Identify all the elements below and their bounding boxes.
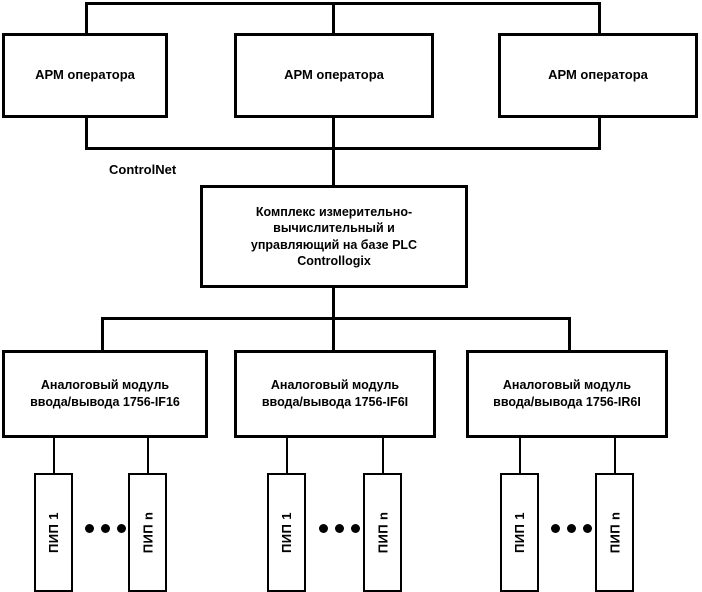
workstation-label-1: АРМ оператора xyxy=(35,67,135,83)
sensor-label-3-last: ПИП n xyxy=(607,511,622,554)
controller-to-module-bus-link xyxy=(332,287,335,320)
sensor-box-2-first[interactable]: ПИП 1 xyxy=(267,473,306,592)
analog-module-label-2: Аналоговый модуль ввода/вывода 1756-IF6I xyxy=(261,378,409,409)
sensor-link-2-last xyxy=(382,437,384,474)
ellipsis-dot xyxy=(101,524,110,533)
sensor-ellipsis-3 xyxy=(551,524,592,533)
workstation-box-2[interactable]: АРМ оператора xyxy=(234,33,434,118)
sensor-label-3-first: ПИП 1 xyxy=(512,512,527,553)
sensor-link-2-first xyxy=(286,437,288,474)
controller-box[interactable]: Комплекс измерительно- вычислительный и … xyxy=(200,185,468,288)
workstation-box-1[interactable]: АРМ оператора xyxy=(2,33,168,118)
sensor-link-3-first xyxy=(519,437,521,474)
bottom-bus-riser-center xyxy=(332,118,335,150)
analog-module-label-3: Аналоговый модуль ввода/вывода 1756-IR6I xyxy=(493,378,641,409)
sensor-link-1-first xyxy=(53,437,55,474)
sensor-box-3-first[interactable]: ПИП 1 xyxy=(500,473,539,592)
top-bus-drop-left xyxy=(85,2,88,33)
ellipsis-dot xyxy=(351,524,360,533)
analog-module-box-3[interactable]: Аналоговый модуль ввода/вывода 1756-IR6I xyxy=(466,350,668,438)
sensor-box-1-last[interactable]: ПИП n xyxy=(128,473,167,592)
sensor-ellipsis-1 xyxy=(85,524,126,533)
module-distribution-bus xyxy=(101,317,571,320)
module-drop-right xyxy=(568,317,571,351)
sensor-box-3-last[interactable]: ПИП n xyxy=(595,473,634,592)
ellipsis-dot xyxy=(551,524,560,533)
sensor-label-2-first: ПИП 1 xyxy=(279,512,294,553)
bottom-bus-riser-left xyxy=(85,118,88,150)
bottom-bus-riser-right xyxy=(598,118,601,150)
sensor-link-1-last xyxy=(147,437,149,474)
top-bus-drop-center xyxy=(332,2,335,33)
top-bus-drop-right xyxy=(598,2,601,33)
controller-label: Комплекс измерительно- вычислительный и … xyxy=(250,204,418,269)
bus-to-controller-link xyxy=(332,147,335,187)
ellipsis-dot xyxy=(319,524,328,533)
analog-module-label-1: Аналоговый модуль ввода/вывода 1756-IF16 xyxy=(30,378,180,409)
workstation-label-2: АРМ оператора xyxy=(284,67,384,83)
ellipsis-dot xyxy=(583,524,592,533)
analog-module-box-2[interactable]: Аналоговый модуль ввода/вывода 1756-IF6I xyxy=(234,350,436,438)
controlnet-label: ControlNet xyxy=(109,162,177,177)
top-network-bus xyxy=(85,2,601,5)
ellipsis-dot xyxy=(335,524,344,533)
sensor-label-2-last: ПИП n xyxy=(375,511,390,554)
analog-module-box-1[interactable]: Аналоговый модуль ввода/вывода 1756-IF16 xyxy=(2,350,208,438)
sensor-label-1-first: ПИП 1 xyxy=(46,512,61,553)
bottom-network-bus xyxy=(85,147,601,150)
ellipsis-dot xyxy=(117,524,126,533)
module-drop-center xyxy=(332,317,335,351)
ellipsis-dot xyxy=(85,524,94,533)
sensor-ellipsis-2 xyxy=(319,524,360,533)
workstation-box-3[interactable]: АРМ оператора xyxy=(498,33,698,118)
workstation-label-3: АРМ оператора xyxy=(548,67,648,83)
sensor-link-3-last xyxy=(614,437,616,474)
ellipsis-dot xyxy=(567,524,576,533)
sensor-box-1-first[interactable]: ПИП 1 xyxy=(34,473,73,592)
sensor-label-1-last: ПИП n xyxy=(140,511,155,554)
sensor-box-2-last[interactable]: ПИП n xyxy=(363,473,402,592)
module-drop-left xyxy=(101,317,104,351)
